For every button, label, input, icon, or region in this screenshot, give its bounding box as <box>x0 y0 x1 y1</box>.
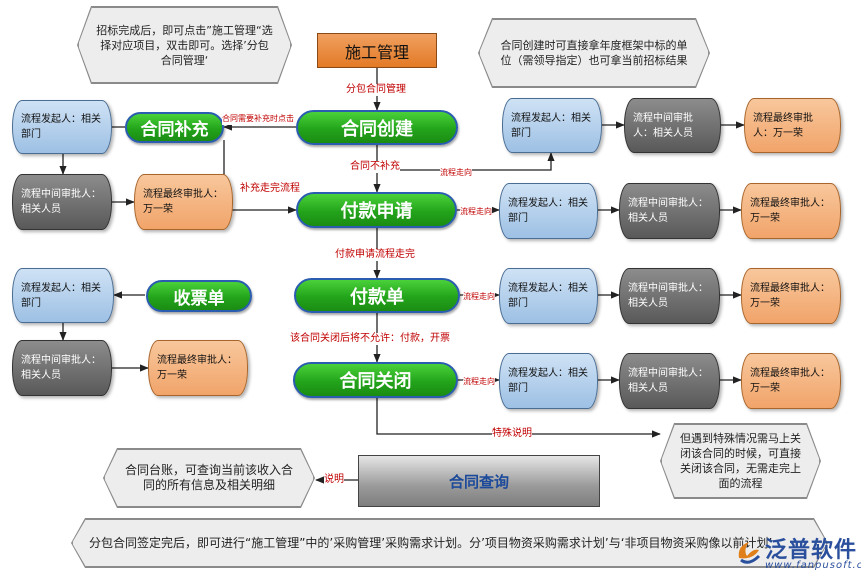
payment-slip-node: 付款单 <box>294 278 460 313</box>
logo-name: 泛普软件 <box>765 538 858 563</box>
final-approver-cylinder: 流程最终审批人：万一荣 <box>134 174 233 230</box>
subcontract-mgmt-label: 分包合同管理 <box>346 84 406 96</box>
payment-request-done-label: 付款申请流程走完 <box>335 249 415 261</box>
initiator-cylinder: 流程发起人：相关部门 <box>499 353 598 409</box>
initiator-cylinder: 流程发起人：相关部门 <box>12 268 114 323</box>
invoice-slip-node: 收票单 <box>146 280 252 312</box>
contract-supplement-node: 合同补充 <box>125 112 224 143</box>
initiator-cylinder: 流程发起人：相关部门 <box>499 268 598 324</box>
special-note-label: 特殊说明 <box>492 428 532 440</box>
middle-approver-cylinder: 流程中间审批人：相关人员 <box>12 340 112 396</box>
note-label: 说明 <box>324 474 344 486</box>
supplement-done-label: 补充走完流程 <box>240 183 300 195</box>
initiator-cylinder: 流程发起人：相关部门 <box>12 100 112 154</box>
middle-approver-cylinder: 流程中间审批人：相关人员 <box>619 268 720 324</box>
middle-approver-cylinder: 流程中间审批人：相关人员 <box>624 98 721 153</box>
closed-not-allowed-label: 该合同关闭后将不允许：付款，开票 <box>290 333 450 345</box>
flow-direction-label: 流程走向 <box>463 376 495 388</box>
ledger-note: 合同台账，可查询当前该收入合同的所有信息及相关明细 <box>104 449 314 507</box>
flow-direction-label: 流程走向 <box>460 206 492 218</box>
tender-note: 招标完成后，即可点击”施工管理“选择对应项目，双击即可。选择’分包合同管理‘ <box>78 7 291 83</box>
flow-direction-label: 流程走向 <box>463 291 495 303</box>
payment-request-node: 付款申请 <box>296 192 457 228</box>
contract-close-node: 合同关闭 <box>293 362 458 398</box>
special-case-note: 但遇到特殊情况需马上关闭该合同的时候，可直接关闭该合同，无需走完上面的流程 <box>661 424 820 498</box>
fanpu-logo-icon <box>738 542 761 564</box>
final-approver-cylinder: 流程最终审批人：万一荣 <box>148 340 248 396</box>
flow-direction-label: 流程走向 <box>440 167 472 179</box>
middle-approver-cylinder: 流程中间审批人：相关人员 <box>619 183 720 239</box>
middle-approver-cylinder: 流程中间审批人：相关人员 <box>619 353 720 409</box>
initiator-cylinder: 流程发起人：相关部门 <box>502 98 602 153</box>
no-supplement-label: 合同不补充 <box>350 161 400 173</box>
construction-mgmt-node: 施工管理 <box>317 33 437 68</box>
contract-create-node: 合同创建 <box>296 110 458 145</box>
contract-query-node: 合同查询 <box>358 455 600 507</box>
final-approver-cylinder: 流程最终审批人：万一荣 <box>741 268 841 324</box>
fanpu-logo: 泛普软件 www.fanpusoft.com <box>735 532 861 576</box>
logo-url: www.fanpusoft.com <box>765 560 861 571</box>
needs-supplement-label: 合同需要补充时点击 <box>222 113 294 125</box>
framework-note: 合同创建时可直接拿年度框架中标的单位（需领导指定）也可拿当前招标结果 <box>479 19 709 87</box>
bottom-note: 分包合同签定完后，即可进行“施工管理”中的’采购管理’采购需求计划。分’项目物资… <box>72 519 827 567</box>
final-approver-cylinder: 流程最终审批人：万一荣 <box>741 353 841 409</box>
final-approver-cylinder: 流程最终审批人：万一荣 <box>741 183 841 239</box>
initiator-cylinder: 流程发起人：相关部门 <box>499 183 598 239</box>
middle-approver-cylinder: 流程中间审批人：相关人员 <box>12 174 112 230</box>
final-approver-cylinder: 流程最终审批人：万一荣 <box>744 98 841 153</box>
